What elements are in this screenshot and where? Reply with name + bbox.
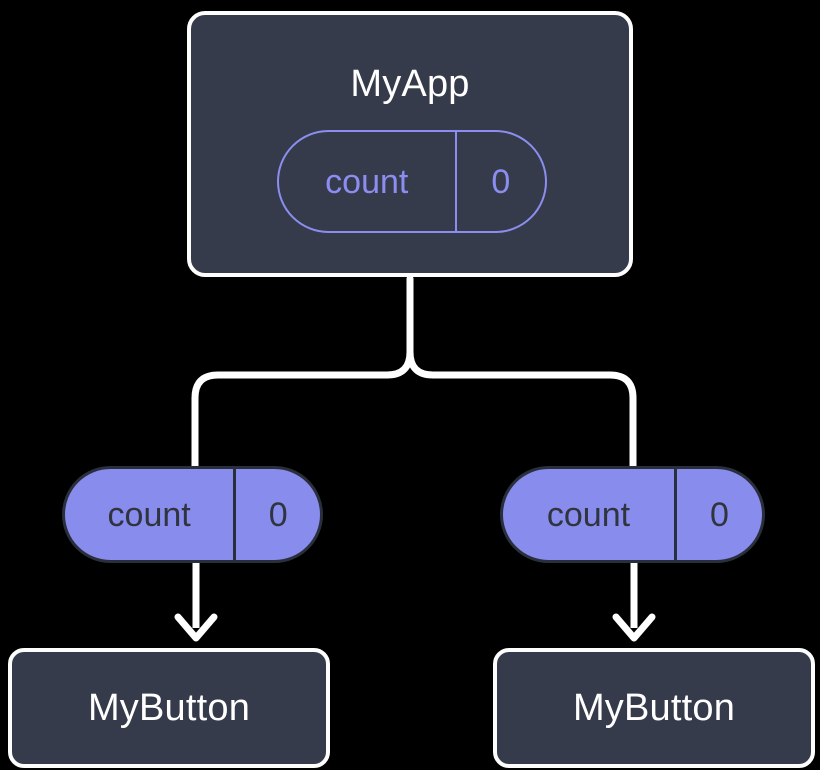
prop-pill-left-key: count bbox=[107, 495, 191, 534]
prop-pill-right-value: 0 bbox=[673, 469, 762, 560]
arrowhead-left-icon bbox=[174, 613, 218, 642]
edge-root-to-left bbox=[191, 275, 414, 474]
component-title-myapp: MyApp bbox=[350, 63, 470, 105]
state-pill-myapp[interactable]: count 0 bbox=[277, 130, 547, 233]
arrowhead-right-icon bbox=[612, 613, 656, 642]
component-node-mybutton-left[interactable]: MyButton bbox=[8, 648, 330, 768]
prop-pill-right-key: count bbox=[546, 495, 631, 534]
prop-pill-left[interactable]: count 0 bbox=[62, 466, 323, 563]
component-title-mybutton-left: MyButton bbox=[87, 687, 251, 729]
component-title-mybutton-right: MyButton bbox=[572, 687, 736, 729]
state-pill-value: 0 bbox=[454, 132, 545, 231]
edge-root-to-right bbox=[406, 275, 637, 474]
component-node-mybutton-right[interactable]: MyButton bbox=[493, 648, 815, 768]
prop-pill-right[interactable]: count 0 bbox=[500, 466, 765, 563]
state-pill-key: count bbox=[325, 162, 409, 201]
prop-pill-left-value: 0 bbox=[233, 469, 320, 560]
